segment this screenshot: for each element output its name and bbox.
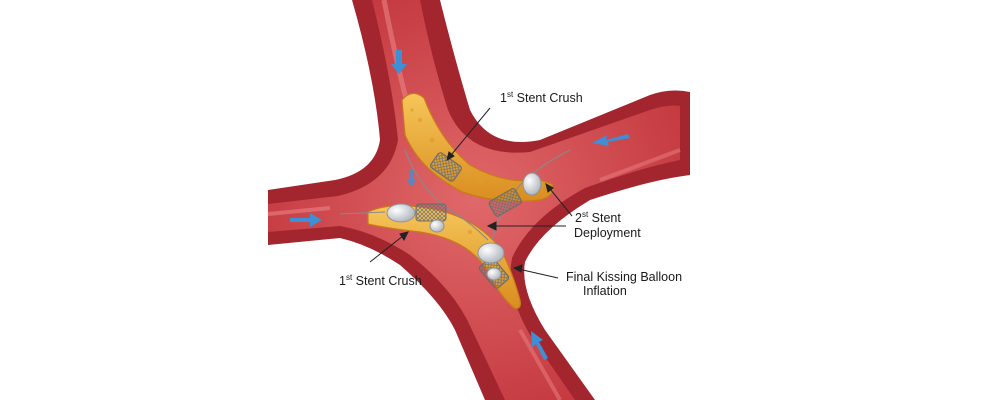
label-kissing-line2: Inflation (583, 284, 627, 298)
flow-arrow-icon (407, 170, 416, 187)
flow-arrow-icon (592, 134, 630, 146)
stent-icon (415, 203, 447, 222)
balloon-icon (522, 172, 542, 196)
vessel-lumen (268, 0, 680, 400)
flow-arrow-icon (531, 331, 548, 360)
balloons (386, 172, 542, 281)
vessel-network (267, 0, 690, 400)
flow-arrow-icon (391, 50, 407, 74)
balloon-icon (429, 219, 445, 233)
annotation-labels: 1st Stent Crush 1st Stent Crush 2st Sten… (339, 90, 682, 298)
label-kissing-line1: Final Kissing Balloon (566, 270, 682, 284)
guide-wires (339, 149, 571, 241)
label-second-stent: 2st Stent (575, 210, 621, 225)
plaque-upper (401, 92, 554, 202)
leader-lines (369, 107, 573, 279)
balloon-icon (386, 203, 416, 223)
label-crush-bottom: 1st Stent Crush (339, 273, 422, 288)
balloon-icon (486, 267, 502, 281)
stents (415, 152, 522, 289)
label-crush-top: 1st Stent Crush (500, 90, 583, 105)
flow-arrow-icon (290, 213, 322, 227)
stent-icon (430, 152, 462, 182)
label-second-stent-line2: Deployment (574, 226, 641, 240)
stent-icon (488, 188, 522, 217)
balloon-icon (477, 242, 505, 264)
flow-arrows (290, 50, 630, 360)
